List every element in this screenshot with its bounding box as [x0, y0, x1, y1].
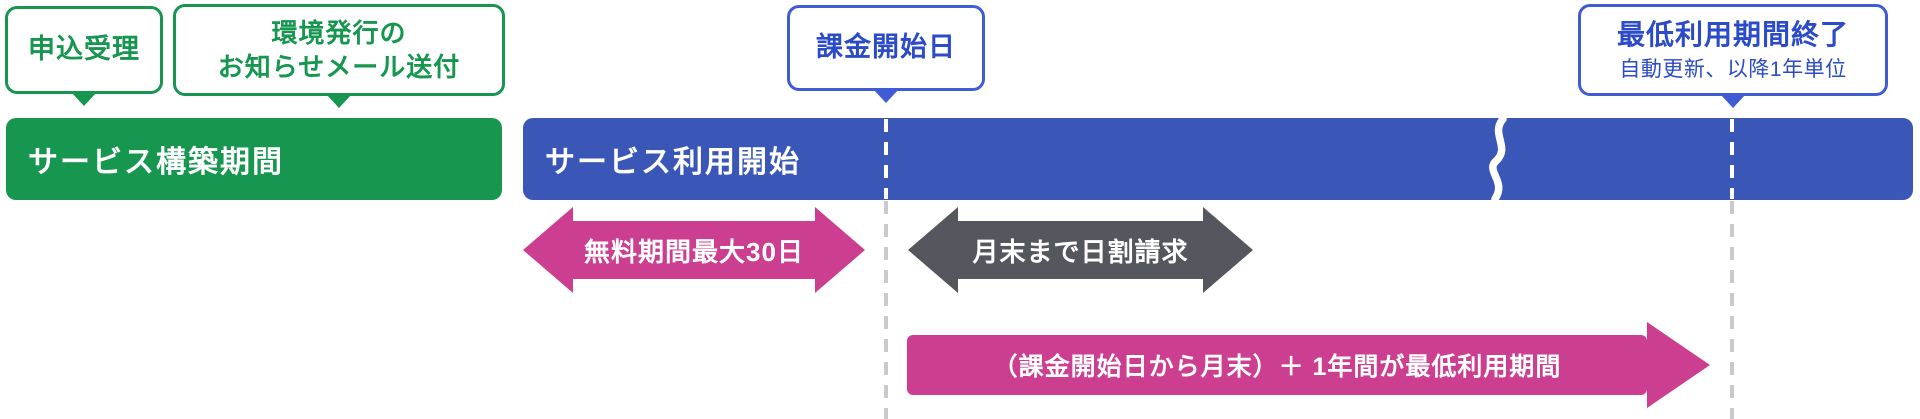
callout-billing-start-label: 課金開始日 [816, 32, 956, 63]
arrow-minimum-period: （課金開始日から月末）＋ 1年間が最低利用期間 [907, 322, 1710, 408]
callout-application-label: 申込受理 [28, 34, 140, 65]
callout-env-mail: 環境発行の お知らせメール送付 [173, 4, 505, 96]
bar-service-construction-label: サービス構築期間 [28, 146, 284, 179]
callout-min-period-end-title: 最低利用期間終了 [1616, 18, 1849, 50]
callout-env-mail-pointer [326, 94, 352, 108]
arrow-prorated-billing: 月末まで日割請求 [908, 207, 1253, 293]
timeline-dashed-line-billing-start [884, 201, 888, 419]
callout-application-accepted: 申込受理 [5, 6, 163, 94]
break-squiggle-icon [1489, 118, 1507, 200]
arrow-right-icon [815, 207, 865, 293]
arrow-free-period-label: 無料期間最大30日 [584, 236, 804, 267]
callout-min-period-end-pointer [1720, 94, 1746, 108]
arrow-left-icon [908, 207, 958, 293]
callout-env-mail-line2: お知らせメール送付 [217, 52, 461, 82]
bar-service-usage-label: サービス利用開始 [545, 146, 801, 179]
timeline-dashed-line-min-period-end-inbar [1730, 119, 1734, 199]
arrow-left-icon [523, 207, 573, 293]
callout-min-period-end-subtitle: 自動更新、以降1年単位 [1619, 58, 1847, 82]
callout-min-period-end: 最低利用期間終了 自動更新、以降1年単位 [1578, 4, 1888, 96]
bar-service-construction: サービス構築期間 [6, 118, 502, 200]
arrow-right-icon [1647, 322, 1710, 408]
arrow-right-icon [1203, 207, 1253, 293]
arrow-prorated-billing-label: 月末まで日割請求 [972, 236, 1189, 267]
bar-service-usage: サービス利用開始 [523, 118, 1913, 200]
arrow-free-period: 無料期間最大30日 [523, 207, 865, 293]
callout-billing-start: 課金開始日 [787, 5, 985, 91]
callout-application-pointer [71, 92, 97, 106]
arrow-minimum-period-label: （課金開始日から月末）＋ 1年間が最低利用期間 [992, 353, 1562, 381]
timeline-dashed-line-billing-start-inbar [884, 119, 888, 199]
callout-billing-start-pointer [873, 89, 899, 103]
timeline-dashed-line-min-period-end [1730, 201, 1734, 419]
callout-env-mail-line1: 環境発行の [271, 17, 407, 48]
